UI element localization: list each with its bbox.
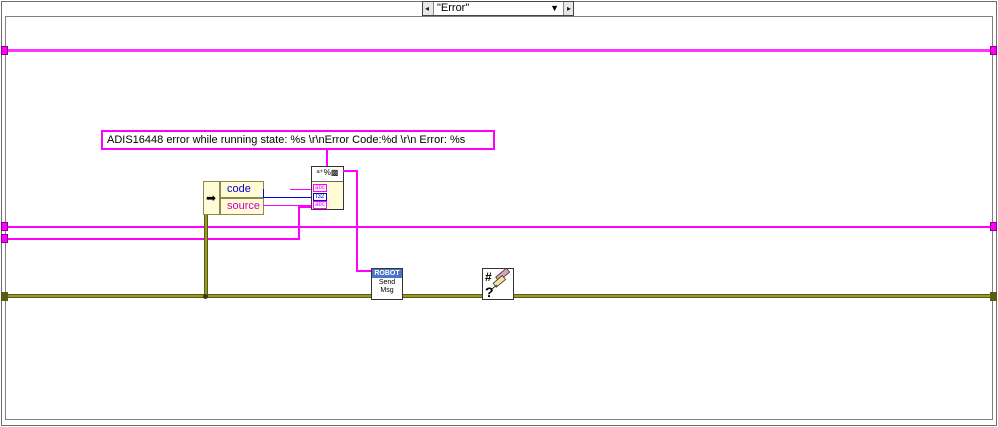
format-into-string-icon: ᵃ⁺%▩: [312, 167, 343, 182]
increment-case-button[interactable]: ▸: [566, 4, 571, 13]
arrow-right-icon: ➡: [206, 191, 217, 205]
send-msg-vi[interactable]: ROBOT Send Msg: [371, 268, 403, 300]
string-wire-message[interactable]: [8, 238, 300, 240]
result-string-wire-a[interactable]: [343, 170, 358, 172]
left-tunnel-top[interactable]: [1, 46, 8, 55]
right-tunnel-top[interactable]: [990, 46, 997, 55]
format-string-wire[interactable]: [326, 150, 328, 167]
case-selector[interactable]: ◂ "Error" ▼ ▸: [422, 1, 574, 16]
left-tunnel-error[interactable]: [1, 292, 8, 301]
case-selector-value: "Error": [437, 2, 470, 14]
unbundle-field-source[interactable]: source: [220, 198, 264, 215]
format-pin-1[interactable]: abc: [313, 184, 327, 192]
string-wire-source[interactable]: [263, 205, 311, 206]
svg-text:?: ?: [485, 284, 494, 299]
clear-errors-icon: # ?: [485, 267, 511, 300]
right-tunnel-state[interactable]: [990, 222, 997, 231]
left-tunnel-message[interactable]: [1, 234, 8, 243]
string-wire-state[interactable]: [8, 226, 990, 228]
i32-wire-code[interactable]: [263, 197, 311, 198]
string-wire-source-b[interactable]: [290, 189, 312, 190]
unbundle-by-name-node[interactable]: ➡ code source: [203, 181, 264, 215]
string-wire-top[interactable]: [8, 49, 990, 52]
string-wire-message-riser[interactable]: [298, 206, 300, 240]
result-string-wire-b[interactable]: [356, 170, 358, 271]
right-tunnel-error[interactable]: [990, 292, 997, 301]
error-wire-branch[interactable]: [204, 214, 208, 296]
format-into-string-node[interactable]: ᵃ⁺%▩ abc I32 abc: [311, 166, 344, 210]
format-pin-2[interactable]: I32: [313, 193, 327, 201]
unbundle-input[interactable]: ➡: [203, 181, 220, 215]
case-structure-diagram: [5, 16, 993, 420]
left-tunnel-state[interactable]: [1, 222, 8, 231]
case-selector-display[interactable]: "Error" ▼: [433, 2, 564, 15]
unbundle-field-code[interactable]: code: [220, 181, 264, 198]
wire-junction: [203, 294, 208, 299]
clear-errors-vi[interactable]: # ?: [482, 267, 514, 300]
string-wire-message-to-fmt[interactable]: [298, 206, 312, 208]
chevron-down-icon[interactable]: ▼: [550, 3, 559, 13]
send-msg-label: Send Msg: [378, 279, 396, 294]
result-string-wire-c[interactable]: [356, 270, 372, 272]
i32-wire-code-v[interactable]: [263, 189, 264, 198]
robot-banner: ROBOT: [372, 269, 402, 278]
format-string-text: ADIS16448 error while running state: %s …: [107, 134, 466, 146]
format-string-constant[interactable]: ADIS16448 error while running state: %s …: [101, 130, 495, 150]
svg-text:#: #: [485, 270, 492, 284]
format-pin-3[interactable]: abc: [313, 201, 327, 209]
decrement-case-button[interactable]: ◂: [424, 4, 429, 13]
